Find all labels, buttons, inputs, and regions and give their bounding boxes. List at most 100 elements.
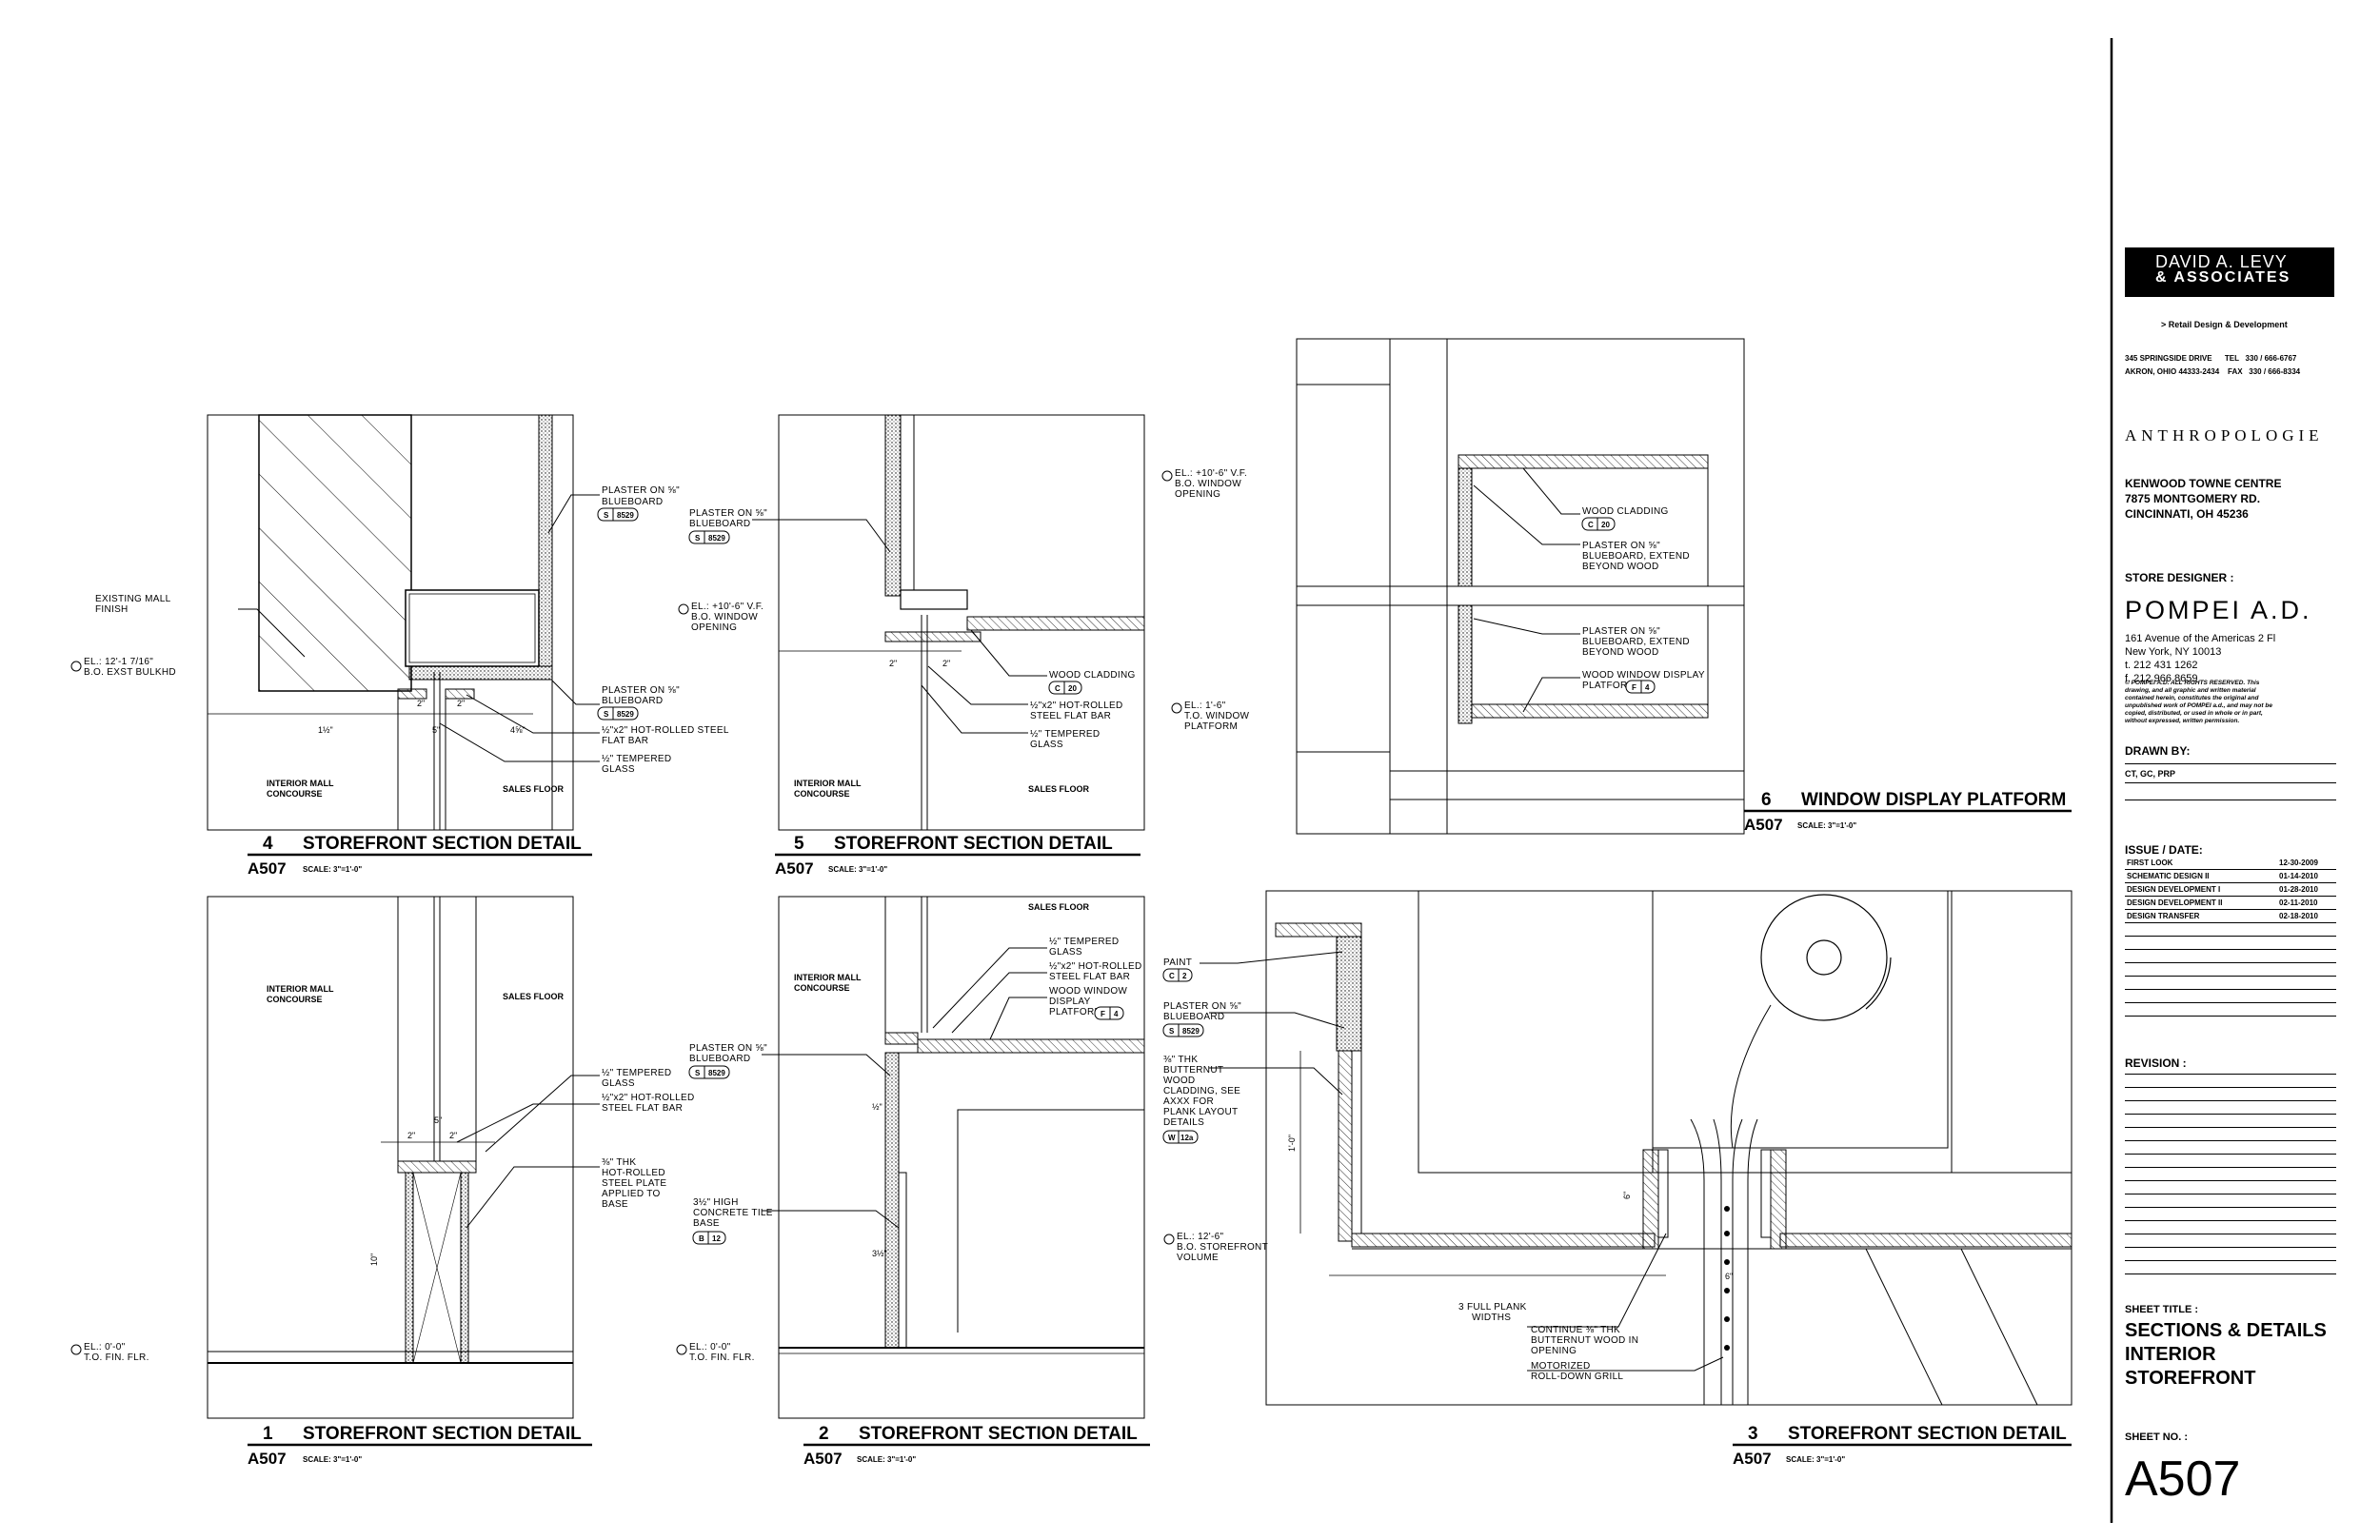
issue-date-label: ISSUE / DATE:: [2125, 843, 2203, 857]
elevation-label: EL.: 1'-6": [1184, 701, 1226, 711]
label: PLANK LAYOUT: [1163, 1107, 1238, 1117]
label: WOOD WINDOW: [1049, 986, 1127, 997]
detail-scale: SCALE: 3"=1'-0": [303, 1455, 362, 1464]
designer-address-line: 161 Avenue of the Americas 2 Fl: [2125, 633, 2276, 644]
detail-1: 2" 2" 5" 10" INTERIOR MALL CONCOURSE SAL…: [70, 896, 694, 1468]
project-line: KENWOOD TOWNE CENTRE: [2125, 477, 2282, 490]
label: INTERIOR MALL: [267, 779, 334, 788]
svg-text:8529: 8529: [708, 1069, 725, 1077]
label: BLUEBOARD, EXTEND: [1582, 551, 1690, 562]
dim: 3½": [872, 1249, 887, 1258]
label: APPLIED TO: [602, 1189, 661, 1199]
label: SALES FLOOR: [1028, 784, 1090, 794]
project-line: CINCINNATI, OH 45236: [2125, 507, 2249, 521]
label: CONCOURSE: [794, 983, 850, 993]
label: FLAT BAR: [602, 736, 648, 746]
detail-scale: SCALE: 3"=1'-0": [303, 865, 362, 874]
label: CONCRETE TILE: [693, 1208, 773, 1218]
firm-name: DAVID A. LEVY: [2155, 252, 2288, 271]
label: PLASTER ON ⅝": [689, 508, 767, 519]
issue-name: DESIGN TRANSFER: [2125, 909, 2277, 923]
detail-sheet: A507: [1733, 1450, 1772, 1468]
label: BEYOND WOOD: [1582, 562, 1659, 572]
detail-title: STOREFRONT SECTION DETAIL: [1788, 1424, 2067, 1444]
label: BLUEBOARD: [689, 1054, 750, 1064]
label: GLASS: [1030, 740, 1063, 750]
svg-text:4: 4: [1645, 683, 1650, 692]
label: FINISH: [95, 604, 129, 615]
detail-sheet: A507: [248, 859, 287, 878]
label: EXISTING MALL: [95, 594, 171, 604]
dim: ½": [872, 1102, 883, 1112]
detail-scale: SCALE: 3"=1'-0": [828, 865, 887, 874]
detail-title: STOREFRONT SECTION DETAIL: [303, 834, 582, 854]
label: WOOD CLADDING: [1582, 506, 1669, 517]
label: BASE: [693, 1218, 720, 1229]
label: ROLL-DOWN GRILL: [1531, 1372, 1623, 1382]
label: BASE: [602, 1199, 628, 1210]
detail-number: 4: [263, 834, 273, 854]
label: BLUEBOARD: [602, 497, 663, 507]
designer-address-line: f. 212 966 8659: [2125, 673, 2198, 684]
label: STEEL PLATE: [602, 1178, 666, 1189]
svg-text:F: F: [1101, 1010, 1105, 1018]
detail-title: STOREFRONT SECTION DETAIL: [859, 1424, 1138, 1444]
title-block: DAVID A. LEVY & ASSOCIATES > Retail Desi…: [2125, 38, 2353, 1523]
label: PAINT: [1163, 958, 1192, 968]
label: INTERIOR MALL: [794, 973, 862, 982]
detail-title: WINDOW DISPLAY PLATFORM: [1801, 790, 2066, 810]
label: MOTORIZED: [1531, 1361, 1591, 1372]
elevation-label: VOLUME: [1177, 1253, 1219, 1263]
label: STEEL FLAT BAR: [1030, 711, 1111, 721]
detail-scale: SCALE: 3"=1'-0": [857, 1455, 916, 1464]
elevation-label: B.O. STOREFRONT: [1177, 1242, 1268, 1253]
label: BLUEBOARD, EXTEND: [1582, 637, 1690, 647]
drawn-by-value: CT, GC, PRP: [2125, 769, 2176, 779]
elevation-label: EL.: +10'-6" V.F.: [1175, 468, 1247, 479]
elevation-label: B.O. WINDOW: [691, 612, 758, 622]
firm-associates: & ASSOCIATES: [2155, 269, 2291, 286]
issue-date: 02-11-2010: [2277, 896, 2336, 910]
label: 3 FULL PLANK: [1458, 1302, 1527, 1313]
elevation-label: OPENING: [691, 622, 737, 633]
svg-text:S: S: [695, 534, 701, 543]
elevation-label: PLATFORM: [1184, 721, 1238, 732]
svg-text:12a: 12a: [1180, 1134, 1194, 1142]
detail-number: 1: [263, 1424, 273, 1444]
issue-name: DESIGN DEVELOPMENT II: [2125, 896, 2277, 910]
dim: 2": [407, 1131, 415, 1140]
label: PLASTER ON ⅝": [689, 1043, 767, 1054]
svg-text:B: B: [699, 1234, 704, 1243]
label: ½"x2" HOT-ROLLED: [1030, 701, 1122, 711]
dim: 2": [942, 659, 950, 668]
sheet-title: SECTIONS & DETAILS INTERIOR STOREFRONT: [2125, 1320, 2327, 1389]
label: ½"x2" HOT-ROLLED: [1049, 961, 1141, 972]
label: INTERIOR MALL: [794, 779, 862, 788]
designer-address-line: t. 212 431 1262: [2125, 660, 2198, 671]
label: PLASTER ON ⅝": [1582, 626, 1660, 637]
svg-text:8529: 8529: [617, 710, 634, 719]
svg-text:F: F: [1632, 683, 1636, 692]
label: CONTINUE ⅜" THK: [1531, 1325, 1620, 1335]
svg-text:C: C: [1055, 684, 1061, 693]
label: PLATFORM: [1049, 1007, 1102, 1017]
detail-sheet: A507: [248, 1450, 287, 1468]
firm-address: 345 SPRINGSIDE DRIVE TEL 330 / 666-6767 …: [2125, 354, 2301, 376]
dim: 6": [1622, 1192, 1632, 1199]
svg-text:S: S: [604, 710, 609, 719]
svg-text:20: 20: [1601, 521, 1610, 529]
detail-4: 1½" 2" 2" 5" 4⅝" PLASTER ON ⅝" BLUEBOARD…: [70, 414, 729, 878]
label: PLASTER ON ⅝": [1582, 541, 1660, 551]
label: AXXX FOR: [1163, 1096, 1214, 1107]
detail-sheet: A507: [775, 859, 814, 878]
label: BLUEBOARD: [602, 696, 663, 706]
label: PLASTER ON ⅝": [602, 685, 680, 696]
dim: 6": [1725, 1272, 1733, 1281]
